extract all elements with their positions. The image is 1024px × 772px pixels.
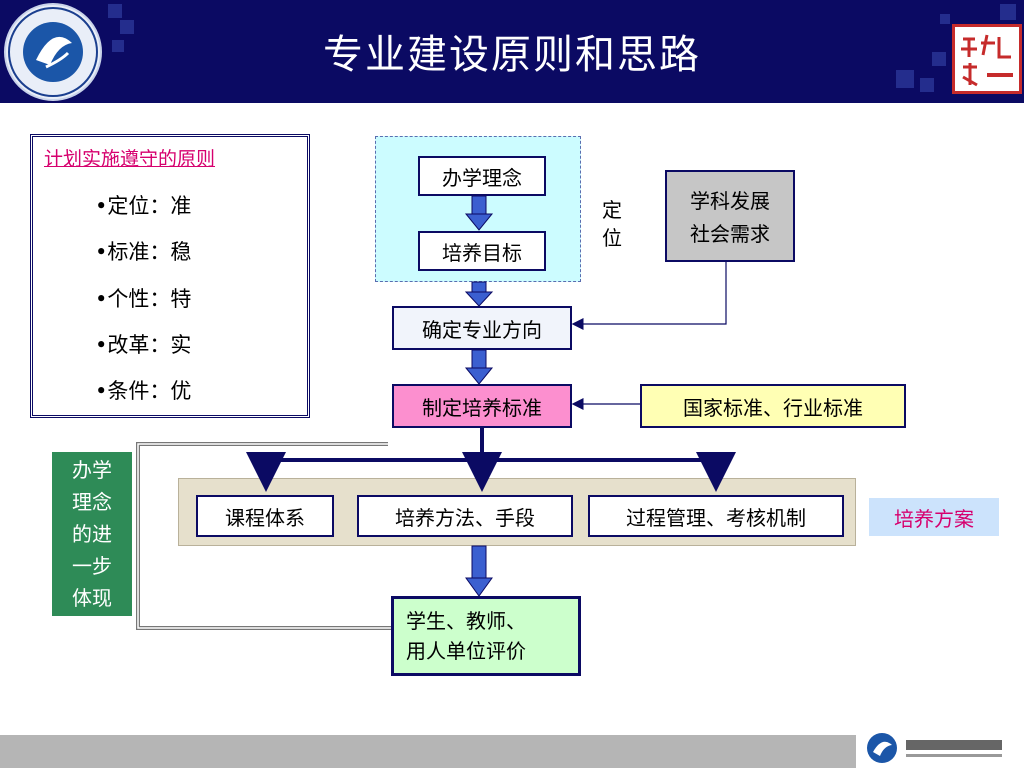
philosophy-node: 办学理念 xyxy=(418,156,546,196)
principles-title: 计划实施遵守的原则 xyxy=(44,148,216,170)
arrow-direction-to-standard xyxy=(464,349,494,385)
training-plan-label: 培养方案 xyxy=(869,498,999,536)
methods-node: 培养方法、手段 xyxy=(357,495,573,537)
footer-bar xyxy=(0,735,1024,768)
embodiment-line: 的进 xyxy=(72,522,112,546)
evaluation-node: 学生、教师、 用人单位评价 xyxy=(391,596,581,676)
driver-line: 学科发展 xyxy=(690,189,770,213)
arrow-band-to-evaluation xyxy=(465,545,493,597)
process-management-node: 过程管理、考核机制 xyxy=(588,495,844,537)
positioning-label: 定 位 xyxy=(598,196,626,252)
evaluation-line: 用人单位评价 xyxy=(406,639,526,663)
header-bar xyxy=(0,0,1024,103)
embodiment-line: 体现 xyxy=(72,586,112,610)
footer-university-logo-icon xyxy=(856,728,1024,768)
positioning-label-char: 定 xyxy=(602,198,622,222)
arrow-goal-to-direction xyxy=(464,281,494,307)
principle-item: •改革：实 xyxy=(95,333,192,357)
evaluation-line: 学生、教师、 xyxy=(406,609,526,633)
principle-item: •条件：优 xyxy=(95,379,192,403)
training-goal-node: 培养目标 xyxy=(418,231,546,271)
principle-item: •标准：稳 xyxy=(95,240,192,264)
driver-line: 社会需求 xyxy=(690,222,770,246)
calligraphy-seal-icon xyxy=(952,24,1022,94)
embodiment-line: 办学 xyxy=(72,458,112,482)
principle-item: •个性：特 xyxy=(95,287,192,311)
positioning-label-char: 位 xyxy=(602,226,622,250)
page-title: 专业建设原则和思路 xyxy=(323,32,701,78)
connector-drivers-to-direction xyxy=(571,262,727,330)
drivers-node: 学科发展 社会需求 xyxy=(665,170,795,262)
arrow-philosophy-to-goal xyxy=(464,195,494,231)
direction-node: 确定专业方向 xyxy=(392,306,572,350)
principle-item: •定位：准 xyxy=(95,194,192,218)
national-standards-node: 国家标准、行业标准 xyxy=(640,384,906,428)
embodiment-line: 理念 xyxy=(72,490,112,514)
philosophy-embodiment-node: 办学 理念 的进 一步 体现 xyxy=(52,452,132,616)
embodiment-line: 一步 xyxy=(72,554,112,578)
course-system-node: 课程体系 xyxy=(196,495,334,537)
standard-node: 制定培养标准 xyxy=(392,384,572,428)
university-logo-icon xyxy=(4,3,102,101)
connector-feedback-loop-inner xyxy=(137,443,391,629)
principles-panel xyxy=(30,134,310,418)
